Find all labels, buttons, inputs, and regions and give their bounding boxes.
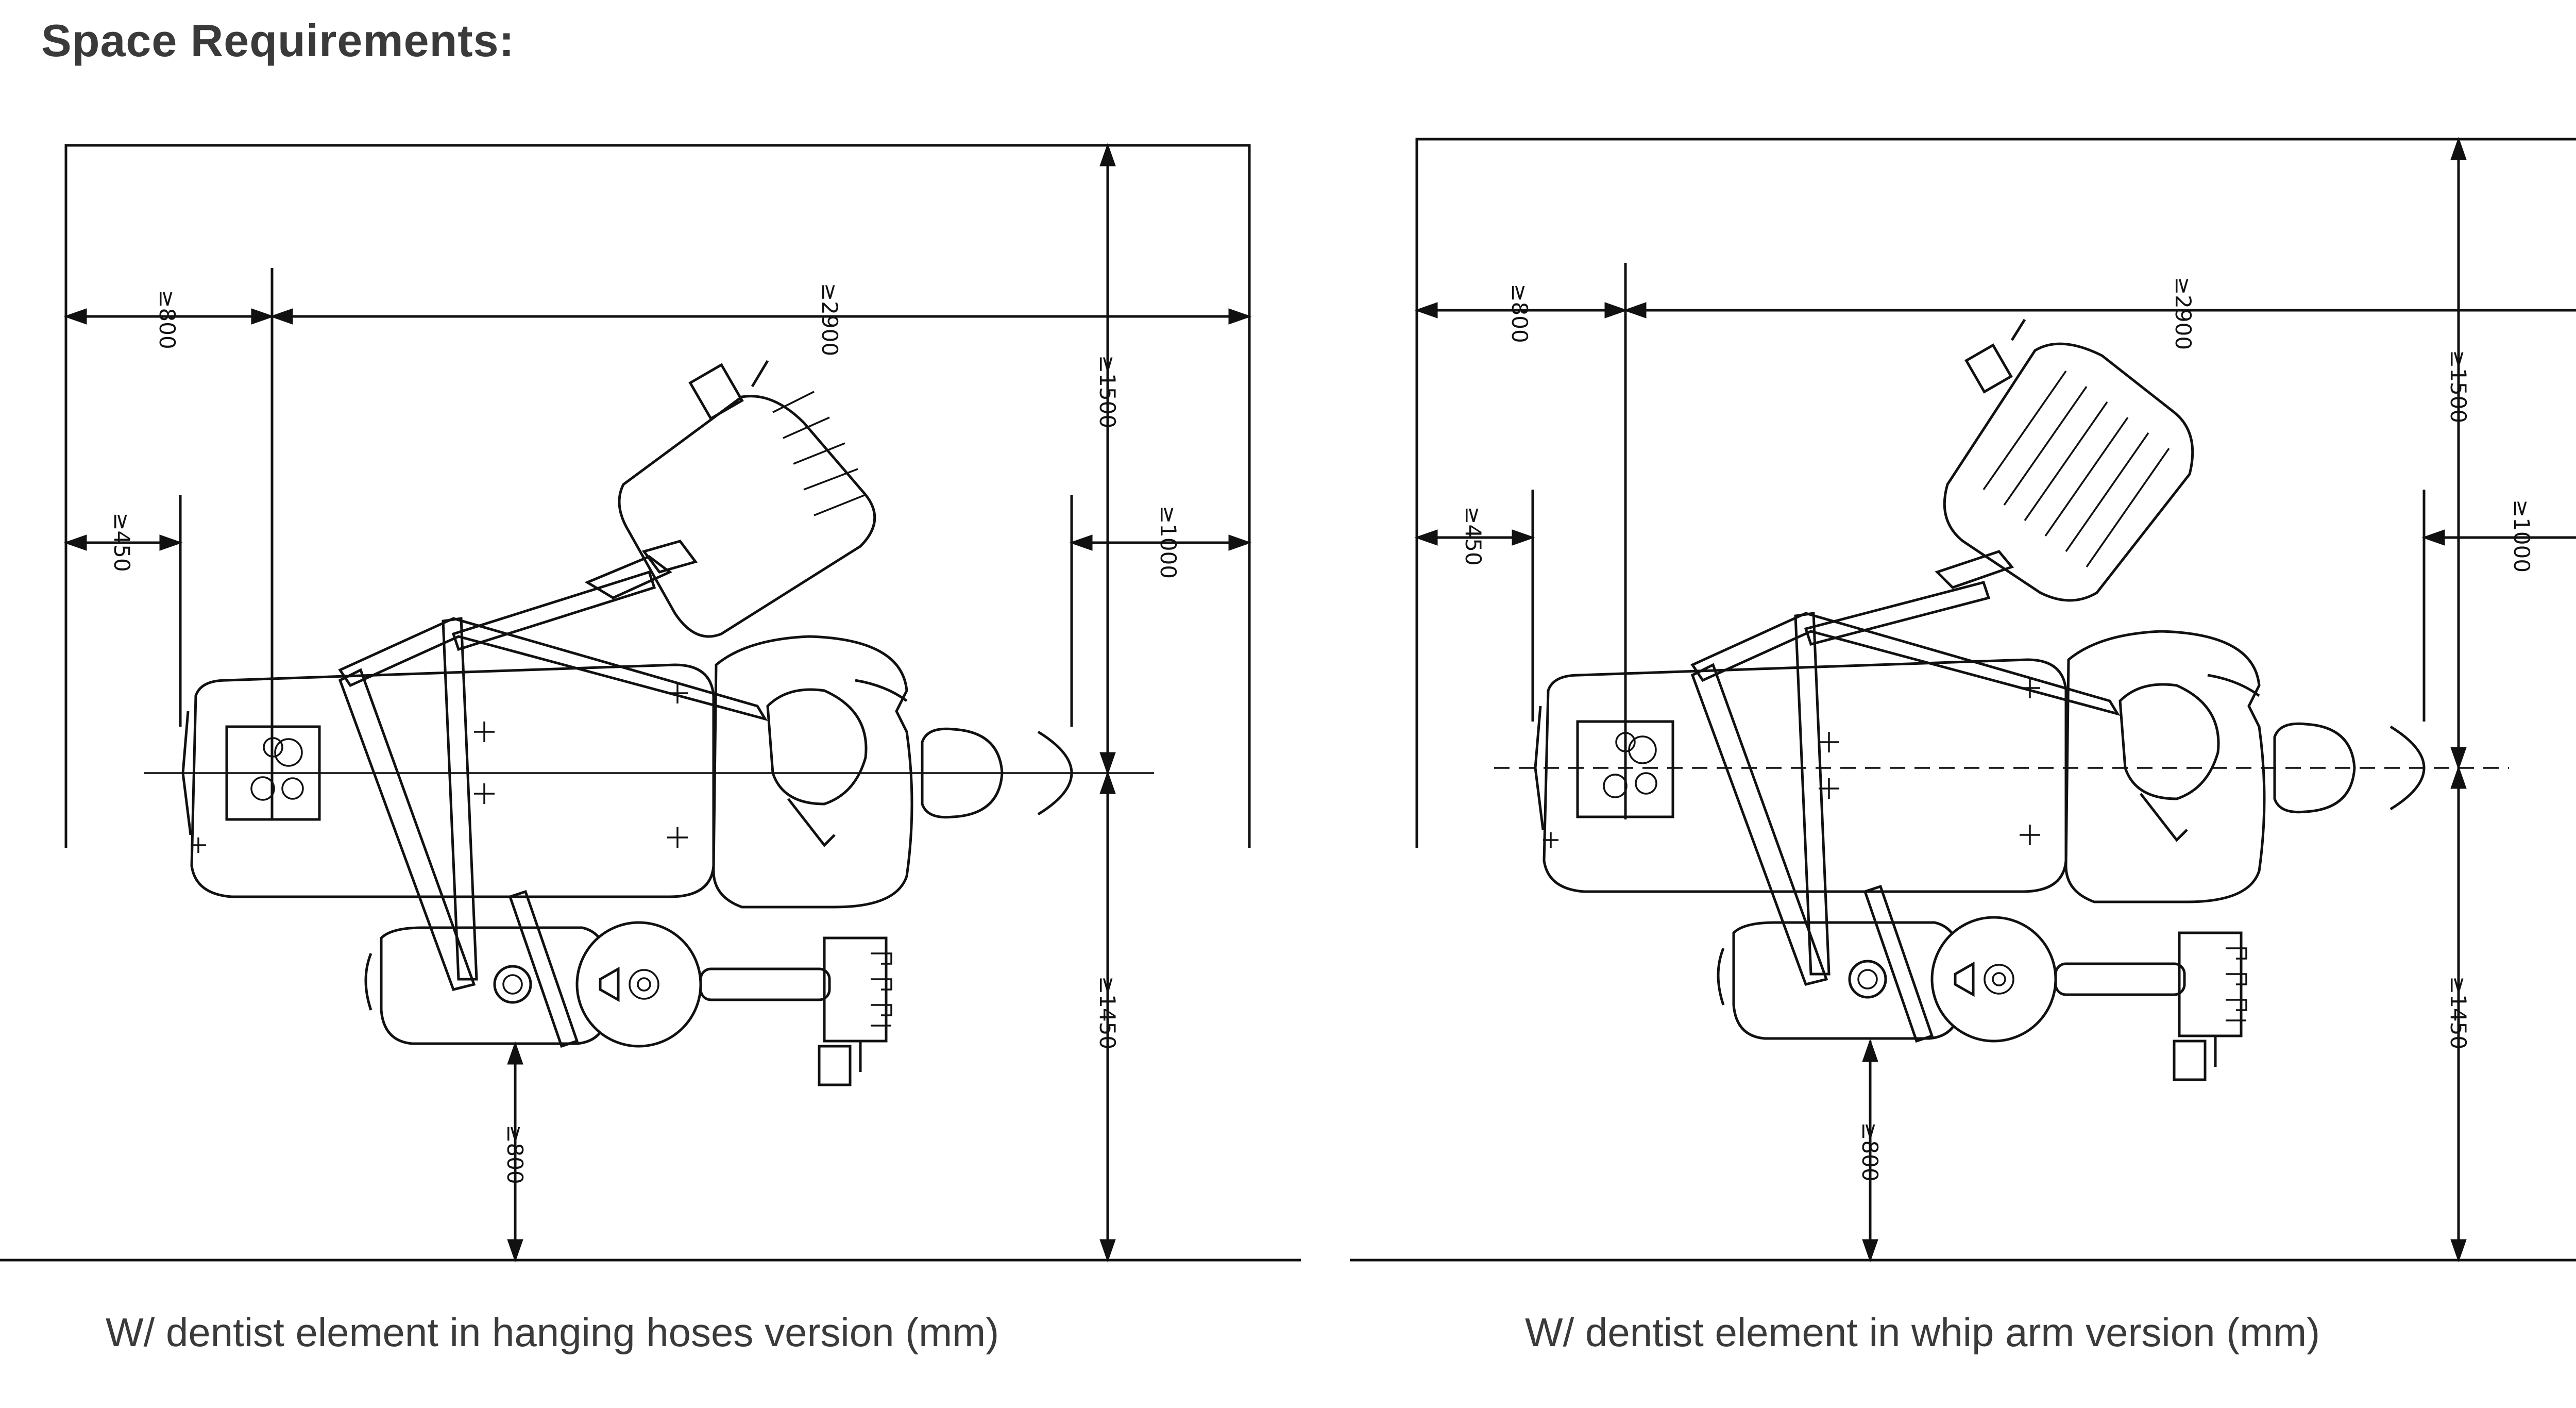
dim-label-right-side: ≥1000 (1156, 506, 1181, 579)
room-boundary-right (1415, 138, 2576, 848)
room-boundary (64, 144, 1251, 848)
dim-label-top: ≥1500 (1095, 355, 1120, 428)
dim-label-bottom: ≥1450 (1095, 976, 1120, 1049)
dim-label-bottom-front-r: ≥800 (1857, 1122, 1883, 1181)
dim-label-right-side-r: ≥1000 (2509, 499, 2534, 573)
water-unit-icon-right (1717, 884, 2247, 1081)
dim-label-left-front-r: ≥800 (1507, 283, 1532, 343)
dim-label-top-r: ≥1500 (2446, 350, 2471, 423)
dim-label-bottom-r: ≥1450 (2446, 976, 2471, 1049)
dim-label-left-front: ≥800 (155, 290, 180, 349)
instrument-tray-icon (618, 360, 876, 638)
whip-arm-diagram: ≥800 ≥2900 ≥450 ≥1000 ≥1500 ≥1450 ≥800 (1350, 137, 2576, 1263)
foot-control-box (225, 725, 321, 821)
dim-label-total: ≥2900 (817, 283, 842, 356)
dental-chair-icon (181, 635, 1073, 909)
assistant-element (766, 688, 868, 806)
headrest (921, 727, 1004, 819)
page-title: Space Requirements: (41, 15, 515, 66)
dim-label-left-side: ≥450 (109, 512, 134, 572)
dim-label-bottom-front: ≥800 (502, 1125, 528, 1184)
water-unit-icon (364, 890, 892, 1086)
whip-tray-icon (1943, 319, 2194, 602)
whip-arm-icon (1690, 550, 2121, 986)
hanging-hoses-diagram: ≥800 ≥2900 ≥450 ≥1000 ≥1500 ≥1450 ≥800 (0, 143, 1301, 1263)
dentist-arm-icon (338, 540, 768, 991)
dim-label-left-side-r: ≥450 (1461, 506, 1486, 565)
dental-chair-icon-right (1534, 630, 2426, 903)
spittoon-bowl (575, 921, 702, 1048)
caption-hanging-hoses: W/ dentist element in hanging hoses vers… (106, 1310, 999, 1355)
caption-whip-arm: W/ dentist element in whip arm version (… (1525, 1310, 2320, 1355)
dim-label-total-r: ≥2900 (2171, 277, 2196, 350)
